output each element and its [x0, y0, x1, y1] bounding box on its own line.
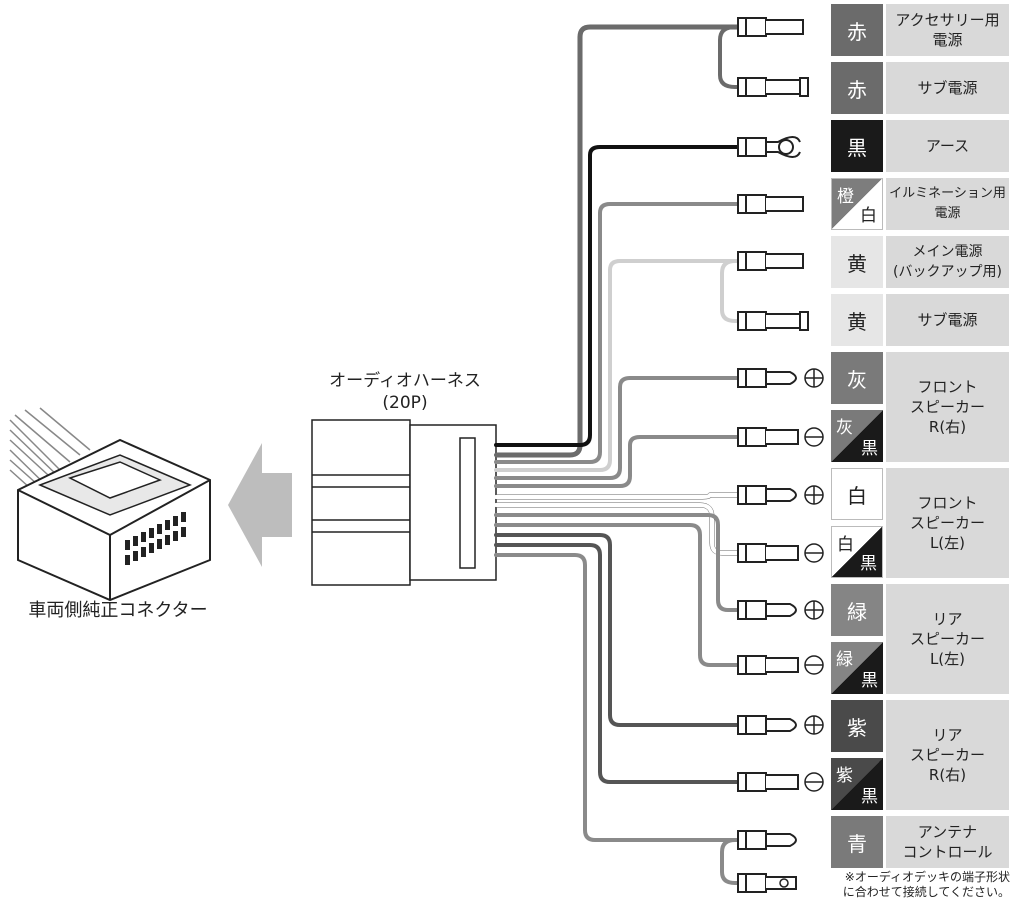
wire-color-red-sub: 赤 [831, 62, 883, 114]
wire-color-purple: 紫 [831, 700, 883, 752]
color-sub-label: 黒 [860, 554, 877, 574]
terminal-shape-note: ※オーディオデッキの端子形状 に合わせて接続してください。 [842, 870, 1010, 899]
wire-color-yellow-main: 黄 [831, 236, 883, 288]
color-label: 紫 [836, 766, 853, 786]
label-ground: アース [886, 120, 1009, 172]
wire-color-green: 緑 [831, 584, 883, 636]
label-sub-power-yellow: サブ電源 [886, 294, 1009, 346]
label-antenna-control: アンテナ コントロール [886, 816, 1009, 868]
label-rear-speaker-left: リア スピーカー L(左) [886, 584, 1009, 694]
color-label: 白 [837, 535, 854, 555]
color-label: 白 [847, 483, 867, 508]
connection-arrow-icon [228, 443, 292, 567]
color-label: 紫 [847, 715, 867, 740]
wire-color-orange-white: 橙 白 [831, 178, 883, 230]
color-label: 灰 [847, 367, 867, 392]
color-label: 緑 [847, 599, 867, 624]
color-label: 青 [847, 831, 867, 856]
wire-color-black: 黒 [831, 120, 883, 172]
wire-color-gray-black: 灰 黒 [831, 410, 883, 462]
label-rear-speaker-right: リア スピーカー R(右) [886, 700, 1009, 810]
label-front-speaker-left: フロント スピーカー L(左) [886, 468, 1009, 578]
harness-connector-block [311, 419, 497, 586]
wire-color-blue: 青 [831, 816, 883, 868]
wire-color-purple-black: 紫 黒 [831, 758, 883, 810]
terminals [737, 17, 824, 893]
color-sub-label: 黒 [861, 787, 878, 807]
wire-color-red-acc: 赤 [831, 4, 883, 56]
color-sub-label: 黒 [861, 439, 878, 459]
color-sub-label: 黒 [861, 671, 878, 691]
wire-color-yellow-sub: 黄 [831, 294, 883, 346]
wires [494, 24, 742, 885]
vehicle-connector-illustration [9, 407, 211, 602]
color-label: 灰 [836, 418, 853, 438]
vehicle-connector-label: 車両側純正コネクター [28, 600, 208, 621]
label-front-speaker-right: フロント スピーカー R(右) [886, 352, 1009, 462]
label-sub-power-red: サブ電源 [886, 62, 1009, 114]
wire-color-white-black: 白 黒 [831, 526, 883, 578]
label-main-power-backup: メイン電源 (バックアップ用) [886, 236, 1009, 288]
color-label: 赤 [847, 77, 867, 102]
color-label: 赤 [847, 19, 867, 44]
wire-color-gray: 灰 [831, 352, 883, 404]
wire-color-white: 白 [831, 468, 883, 520]
color-label: 緑 [836, 650, 853, 670]
wire-color-green-black: 緑 黒 [831, 642, 883, 694]
color-sub-label: 白 [860, 206, 877, 226]
label-accessory-power: アクセサリー用 電源 [886, 4, 1009, 56]
label-illumination-power: イルミネーション用 電源 [886, 178, 1009, 230]
color-label: 黒 [847, 135, 867, 160]
color-label: 橙 [837, 187, 854, 207]
harness-title: オーディオハーネス (20P) [329, 371, 481, 413]
color-label: 黄 [847, 251, 867, 276]
color-label: 黄 [847, 309, 867, 334]
